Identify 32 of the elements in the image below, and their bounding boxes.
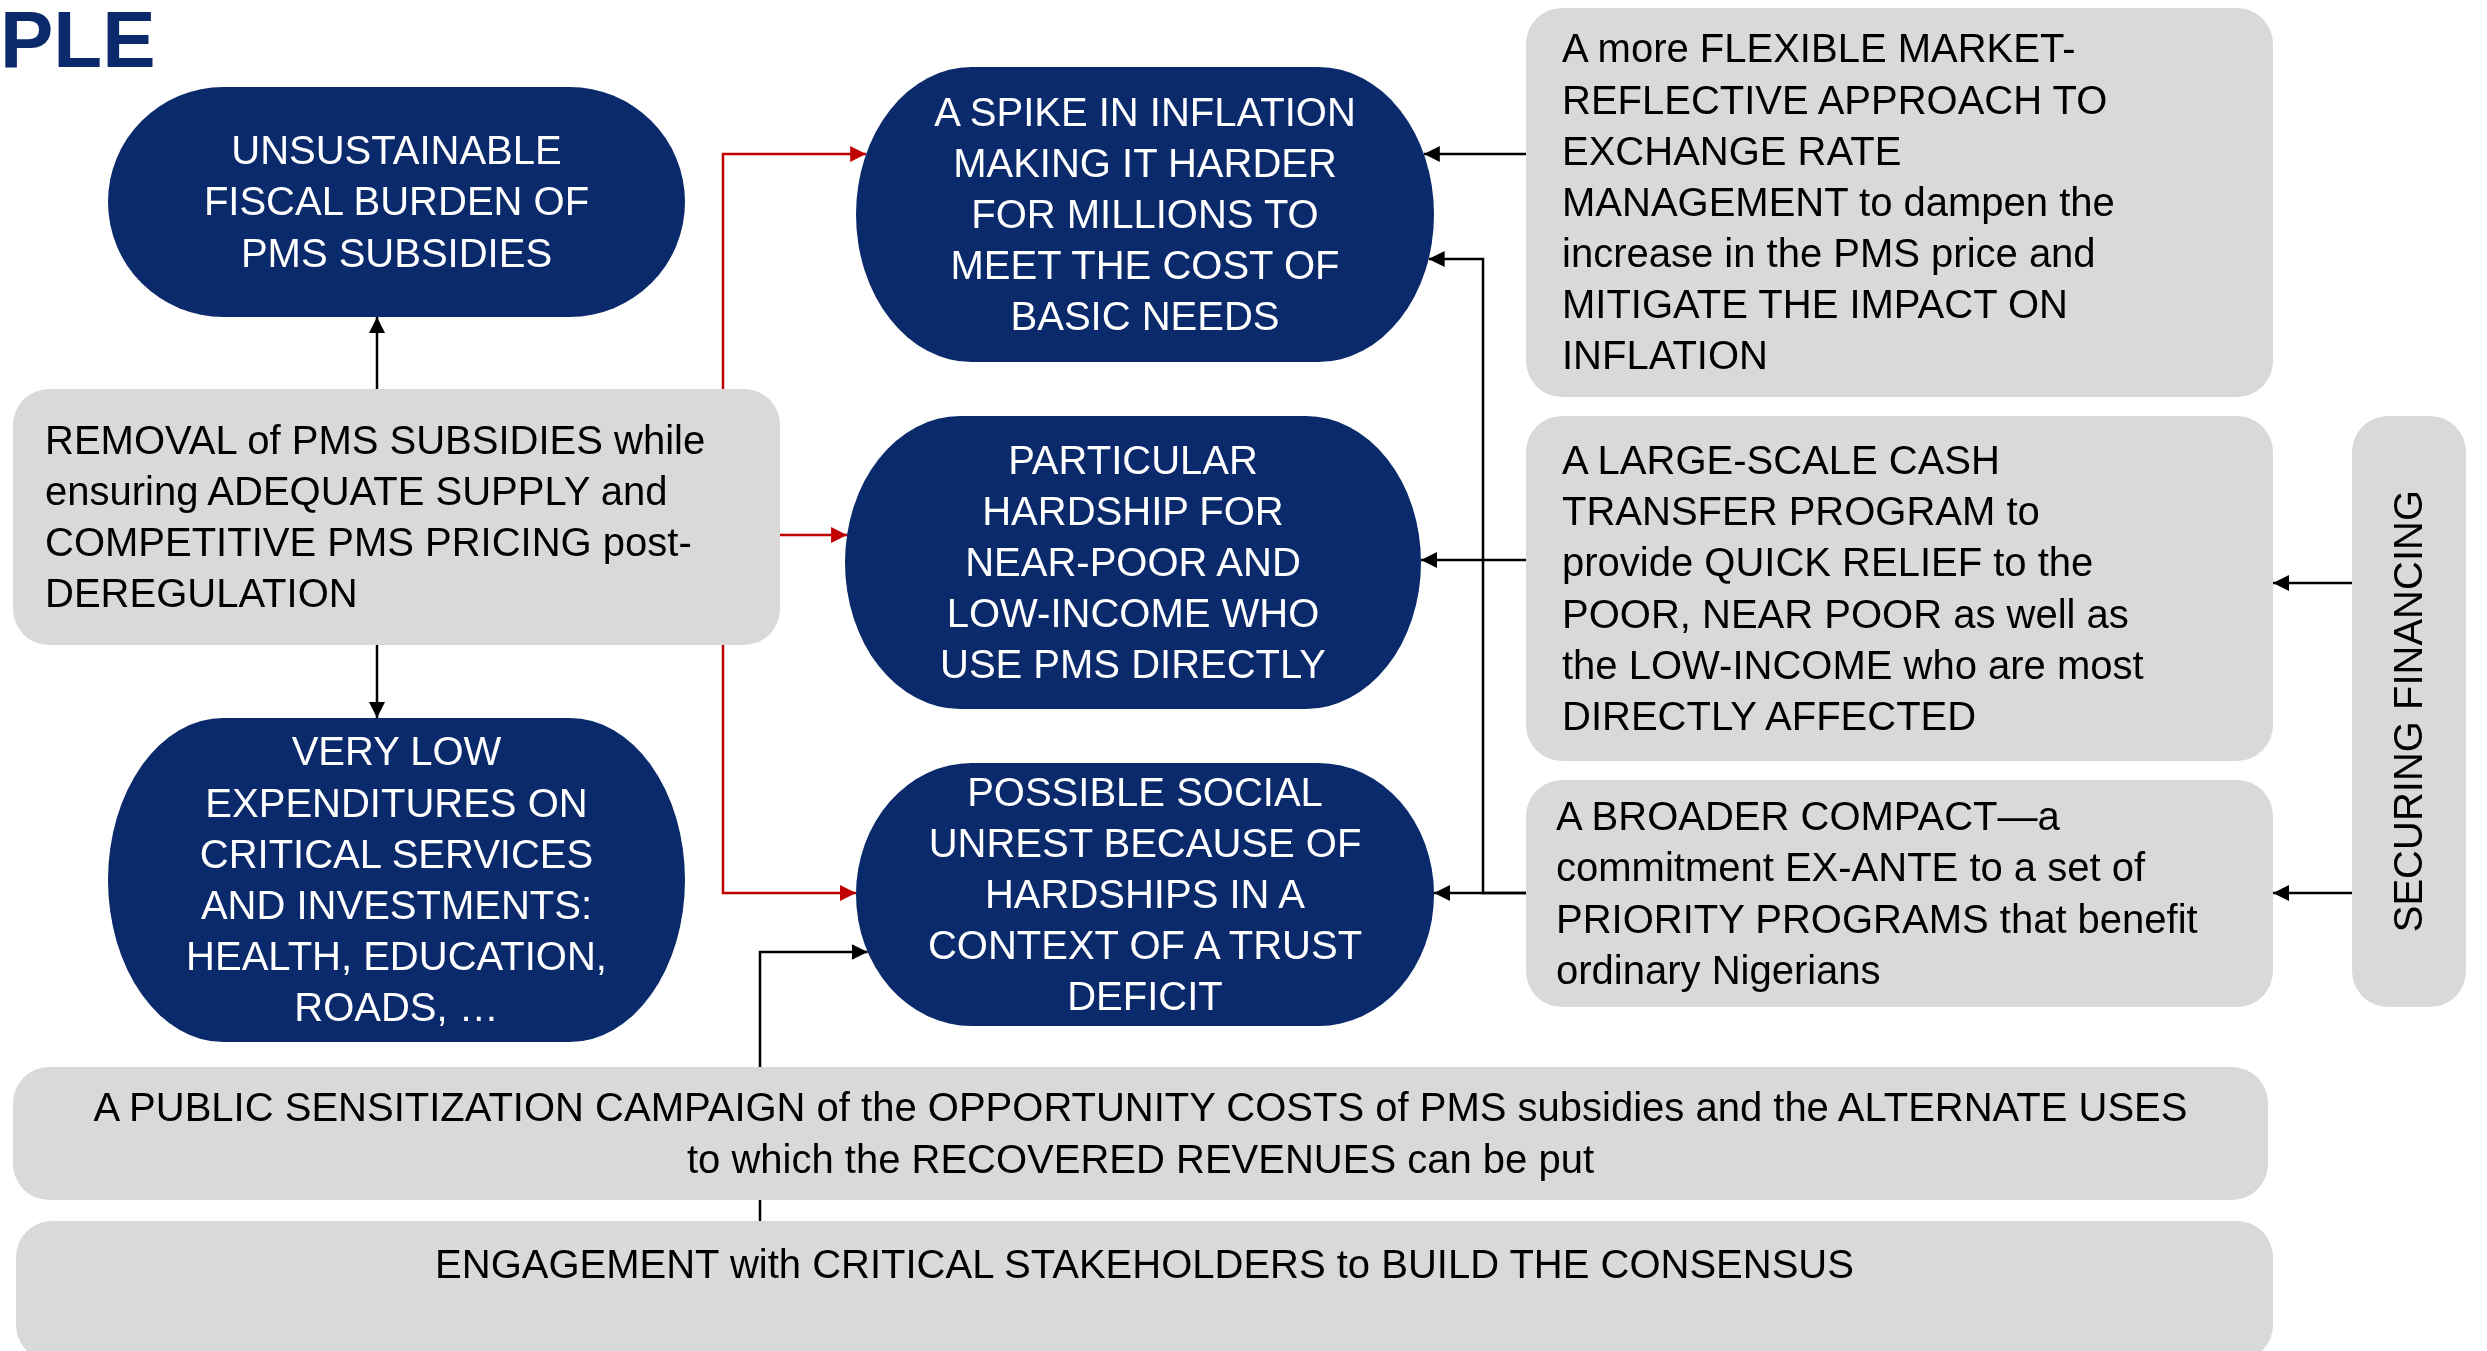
arrow <box>1423 146 1526 162</box>
node-text: UNSUSTAINABLE FISCAL BURDEN OF PMS SUBSIDIES <box>202 127 591 277</box>
node-text: A PUBLIC SENSITIZATION CAMPAIGN of the OPPORTUNITY COSTS of PMS subsidies and the ALTERNATE USES to which the RECOVERED REVENUES can be put <box>93 1084 2188 1183</box>
action-box <box>1526 780 2273 1007</box>
node-text: VERY LOW EXPENDITURES ON CRITICAL SERVICES AND INVESTMENTS: HEALTH, EDUCATION, ROADS, … <box>185 728 608 1032</box>
node-text: ENGAGEMENT with CRITICAL STAKEHOLDERS to BUILD THE CONSENSUS <box>435 1241 1854 1288</box>
arrow <box>721 645 856 901</box>
arrow <box>758 944 868 1067</box>
node-text: SECURING FINANCING <box>2385 490 2432 933</box>
engagement-band <box>16 1221 2273 1351</box>
arrow <box>369 317 385 389</box>
action-box <box>1526 8 2273 397</box>
node-text: REMOVAL of PMS SUBSIDIES while ensuring ADEQUATE SUPPLY and COMPETITIVE PMS PRICING post-DEREGULATION <box>45 416 707 618</box>
title-text: PLE <box>0 0 156 80</box>
arrow <box>780 527 848 543</box>
node-text: A more FLEXIBLE MARKET-REFLECTIVE APPROACH TO EXCHANGE RATE MANAGEMENT to dampen the increase in the PMS price and MITIGATE THE IMPACT ON INFLATION <box>1562 25 2116 380</box>
action-box <box>13 1067 2268 1200</box>
arrow <box>369 645 385 718</box>
arrow <box>721 146 867 389</box>
arrow <box>1428 251 1526 895</box>
action-box <box>13 389 780 645</box>
node-text: A SPIKE IN INFLATION MAKING IT HARDER FOR MILLIONS TO MEET THE COST OF BASIC NEEDS <box>933 88 1357 341</box>
arrow <box>2273 885 2352 901</box>
arrow <box>1421 552 1526 568</box>
arrow <box>2273 575 2352 591</box>
node-text: A LARGE-SCALE CASH TRANSFER PROGRAM to provide QUICK RELIEF to the POOR, NEAR POOR as well as the LOW-INCOME who are most DIRECTLY AFFECTED <box>1562 436 2145 740</box>
financing-bar <box>2352 416 2466 1007</box>
action-box <box>1526 416 2273 761</box>
connector-line <box>758 1200 762 1221</box>
node-text: PARTICULAR HARDSHIP FOR NEAR-POOR AND LOW-INCOME WHO USE PMS DIRECTLY <box>939 436 1327 689</box>
node-text: POSSIBLE SOCIAL UNREST BECAUSE OF HARDSHIPS IN A CONTEXT OF A TRUST DEFICIT <box>926 768 1364 1021</box>
node-text: A BROADER COMPACT—a commitment EX-ANTE to a set of PRIORITY PROGRAMS that benefit ordinary Nigerians <box>1556 793 2199 994</box>
